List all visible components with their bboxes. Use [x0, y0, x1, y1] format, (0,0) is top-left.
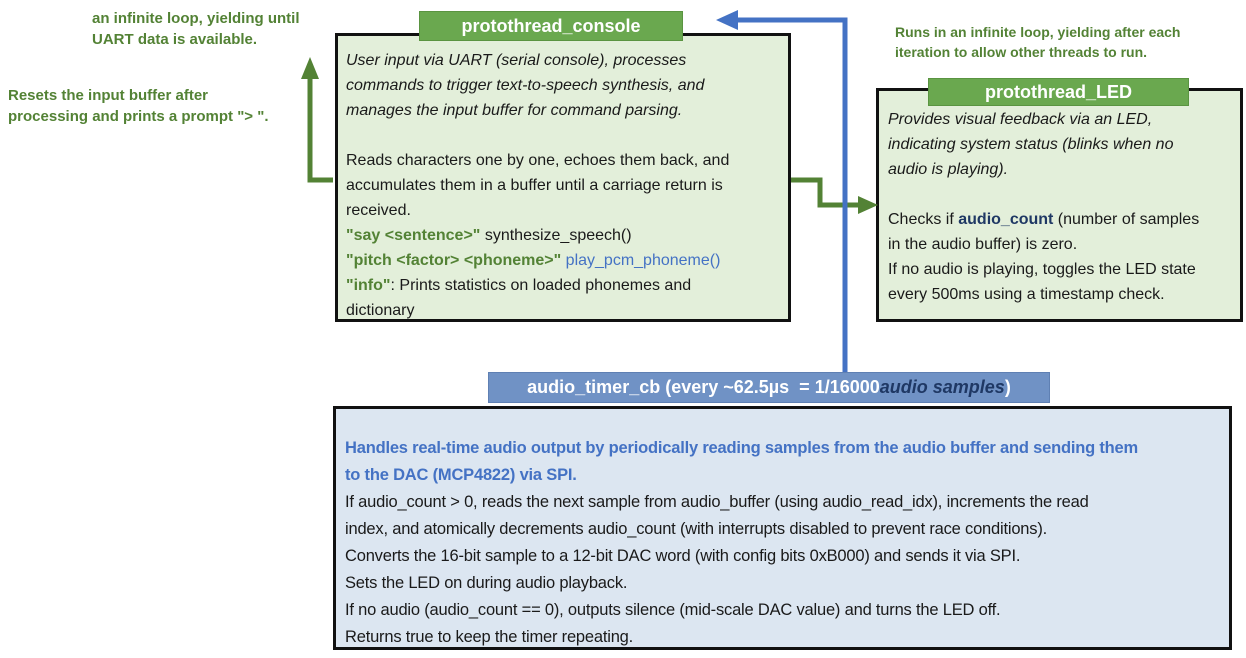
annotation-infinite-loop: an infinite loop, yielding until UART da… — [92, 10, 300, 48]
audio-convert-text: Converts the 16-bit sample to a 12-bit D… — [345, 547, 1021, 565]
audio-read-sample-text: If audio_count > 0, reads the next sampl… — [345, 493, 1089, 538]
audio-title-main: audio_timer_cb (every ~62.5µs = 1/16000 — [527, 377, 880, 397]
protothread-led-title: protothread_LED — [928, 78, 1189, 106]
console-loop-arrowhead-icon — [301, 57, 319, 79]
console-cmd-say-line: "say <sentence>" synthesize_speech() — [346, 223, 780, 248]
annotation-reset-buffer: Resets the input buffer after processing… — [8, 87, 269, 125]
console-reads-text: Reads characters one by one, echoes them… — [346, 152, 730, 219]
protothread-console-title: protothread_console — [419, 11, 683, 41]
console-loop-arrow-line — [307, 72, 333, 183]
audio-return-text: Returns true to keep the timer repeating… — [345, 628, 634, 646]
console-cmd-say: "say <sentence>" — [346, 227, 481, 244]
led-checks-prefix: Checks if — [888, 211, 959, 228]
console-intro-text: User input via UART (serial console), pr… — [346, 52, 705, 119]
protothread-console-box: User input via UART (serial console), pr… — [335, 33, 791, 322]
timer-to-console-arrowhead-icon — [716, 10, 738, 30]
console-cmd-pitch-handler: play_pcm_phoneme() — [561, 252, 721, 269]
audio-led-on-text: Sets the LED on during audio playback. — [345, 574, 628, 592]
led-intro-text: Provides visual feedback via an LED, ind… — [888, 111, 1174, 178]
audio-title-samples: audio samples — [879, 377, 1005, 397]
spacer — [888, 182, 1232, 207]
audio-silence-text: If no audio (audio_count == 0), outputs … — [345, 601, 1001, 619]
audio-handles-text: Handles real-time audio output by period… — [345, 439, 1139, 484]
console-cmd-pitch: "pitch <factor> <phoneme>" — [346, 252, 562, 269]
console-cmd-info: "info" — [346, 277, 391, 294]
console-cmd-info-desc: : Prints statistics on loaded phonemes a… — [346, 277, 692, 319]
led-checks-text: Checks if audio_count (number of samples… — [888, 207, 1232, 307]
console-to-led-arrow — [791, 177, 878, 214]
console-to-led-arrow-line — [791, 177, 864, 208]
console-cmd-info-line: "info": Prints statistics on loaded phon… — [346, 273, 780, 323]
spacer — [346, 123, 780, 148]
audio-title-close-paren: ) — [1004, 377, 1011, 397]
led-audio-count-var: audio_count — [958, 211, 1054, 228]
led-checks-rest: (number of samples in the audio buffer) … — [888, 211, 1200, 303]
console-cmd-say-handler: synthesize_speech() — [480, 227, 632, 244]
console-cmd-pitch-line: "pitch <factor> <phoneme>" play_pcm_phon… — [346, 248, 780, 273]
protothread-led-box: Provides visual feedback via an LED, ind… — [876, 88, 1243, 322]
audio-timer-cb-box: Handles real-time audio output by period… — [333, 406, 1232, 650]
annotation-runs-loop: Runs in an infinite loop, yielding after… — [895, 24, 1181, 60]
console-to-led-arrowhead-icon — [858, 196, 878, 214]
